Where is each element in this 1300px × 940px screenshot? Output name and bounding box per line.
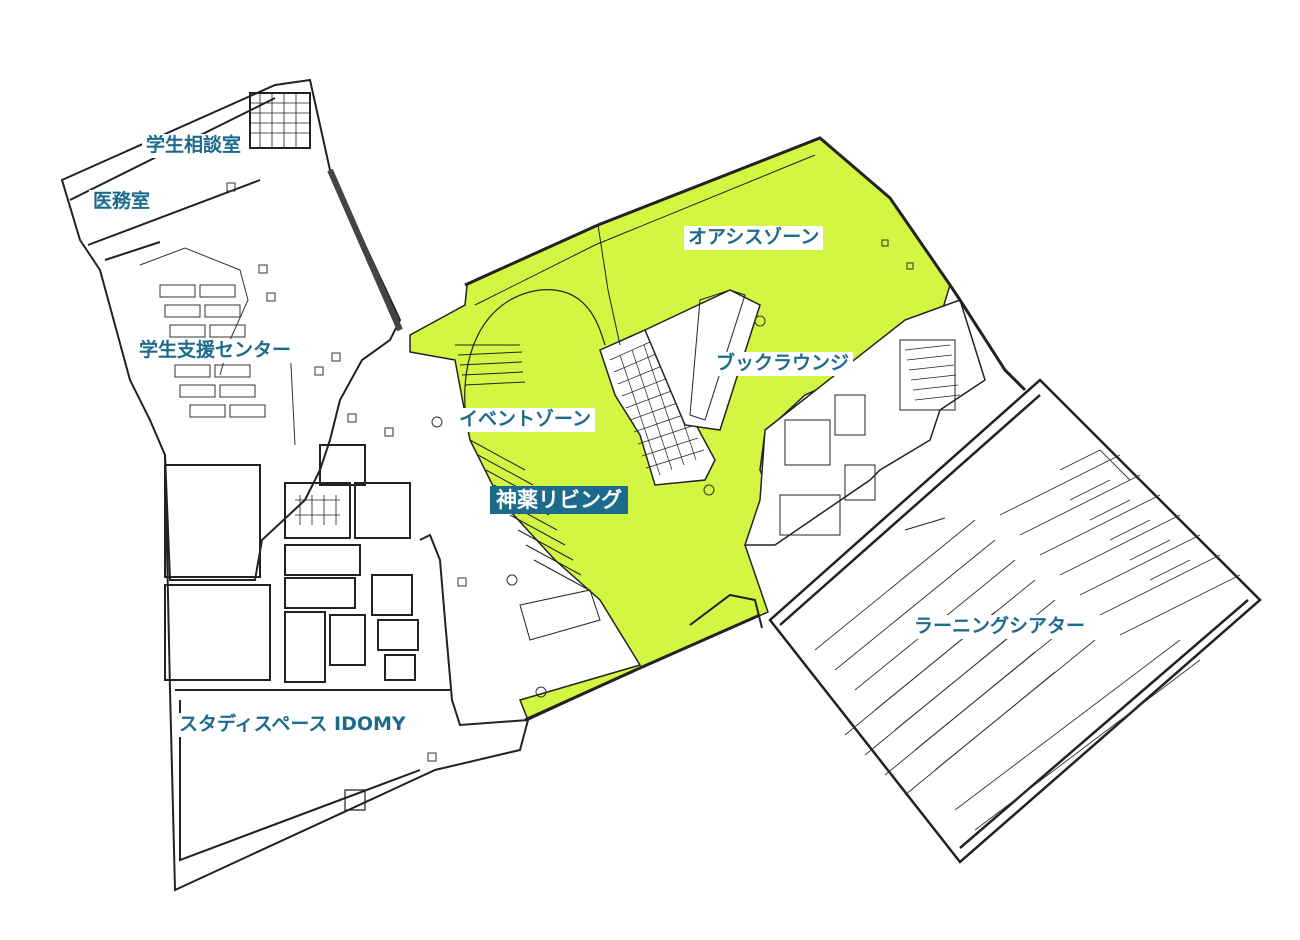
- oasis-outer-wall: [464, 136, 1027, 392]
- label-jinyaku-living[interactable]: 神薬リビング: [490, 486, 628, 515]
- label-student-support[interactable]: 学生支援センター: [135, 339, 296, 363]
- left-wing: [60, 78, 403, 581]
- oasis-inner-rail: [474, 154, 816, 346]
- right-core: [743, 299, 986, 546]
- label-student-counseling[interactable]: 学生相談室: [142, 134, 246, 158]
- column-markers: [226, 182, 914, 762]
- label-event-zone[interactable]: イベントゾーン: [455, 408, 596, 432]
- theater-seating: [814, 449, 1241, 831]
- label-study-space[interactable]: スタディスペース IDOMY: [175, 713, 410, 737]
- central-core: [599, 289, 761, 486]
- support-desks: [139, 247, 296, 446]
- label-medical-room[interactable]: 医務室: [89, 190, 155, 214]
- label-oasis-zone[interactable]: オアシスゾーン: [684, 226, 824, 250]
- label-learning-theater[interactable]: ラーニングシアター: [910, 615, 1090, 639]
- label-book-lounge[interactable]: ブックラウンジ: [712, 352, 854, 376]
- lower-left-wing: [164, 444, 530, 892]
- event-stairs: [455, 289, 763, 722]
